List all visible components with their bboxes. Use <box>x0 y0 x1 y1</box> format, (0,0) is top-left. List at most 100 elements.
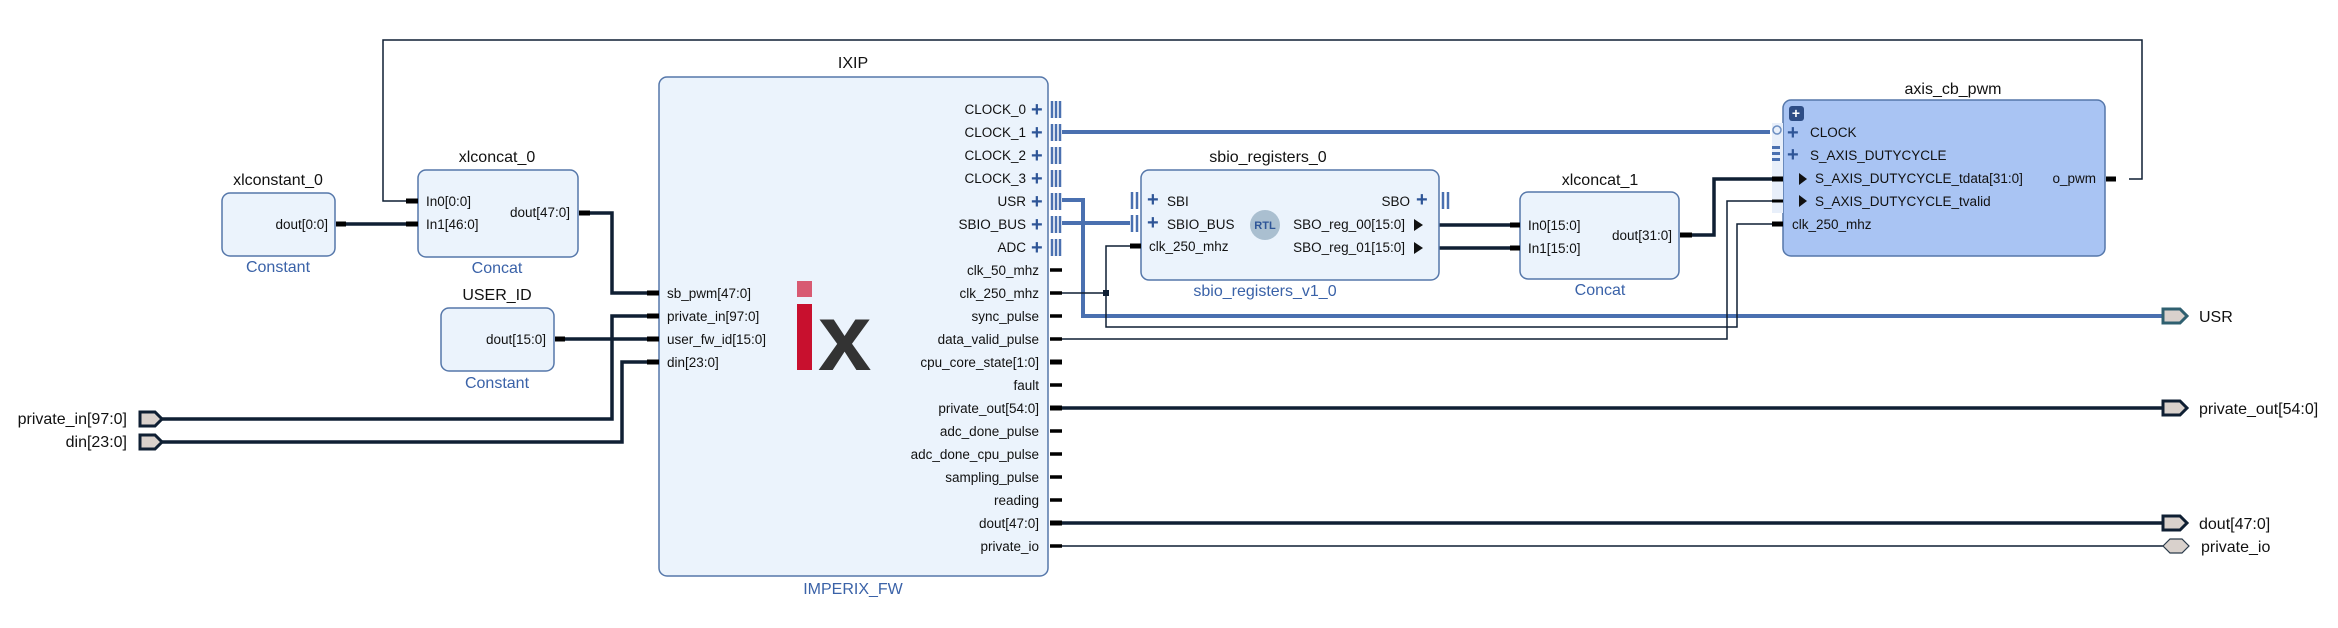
port-label: private_out[54:0] <box>2199 401 2318 418</box>
pin-label: clk_250_mhz <box>959 286 1039 301</box>
pin-label: SBO_reg_01[15:0] <box>1293 240 1405 255</box>
block-user-id[interactable]: USER_ID dout[15:0] Constant <box>440 287 565 392</box>
net-din[interactable] <box>162 360 650 444</box>
pin-label: dout[31:0] <box>1612 228 1672 243</box>
external-port-private-in[interactable]: private_in[97:0] <box>18 410 165 428</box>
block-type: IMPERIX_FW <box>803 581 903 598</box>
block-type: Concat <box>472 260 523 277</box>
expand-plus-icon[interactable]: + <box>1416 189 1428 211</box>
pin-label: SBIO_BUS <box>1167 217 1235 232</box>
net-data-valid[interactable] <box>1062 200 1772 340</box>
intf-connector[interactable] <box>1050 101 1062 118</box>
intf-connector-sbi[interactable] <box>1130 192 1139 209</box>
expand-plus-icon[interactable]: + <box>1031 168 1043 190</box>
pin-label: SBI <box>1167 194 1189 209</box>
expand-plus-icon[interactable]: + <box>1147 212 1159 234</box>
external-port-private-out[interactable]: private_out[54:0] <box>2161 399 2318 418</box>
pin-label: clk_250_mhz <box>1149 239 1229 254</box>
external-port-din[interactable]: din[23:0] <box>66 433 165 451</box>
block-title: sbio_registers_0 <box>1209 149 1327 166</box>
block-xlconcat-1[interactable]: xlconcat_1 In0[15:0] In1[15:0] dout[31:0… <box>1510 172 1692 299</box>
block-xlconcat-0[interactable]: xlconcat_0 In0[0:0] In1[46:0] dout[47:0]… <box>406 149 590 277</box>
port-label: private_in[97:0] <box>18 411 127 428</box>
pin-label: S_AXIS_DUTYCYCLE_tvalid <box>1815 194 1991 209</box>
external-port-usr[interactable]: USR <box>2161 307 2233 326</box>
expand-plus-icon[interactable]: + <box>1787 144 1799 166</box>
output-port-icon <box>2161 307 2190 325</box>
block-ixip[interactable]: IXIP x sb_pwm[47:0]private_in[97:0]user_… <box>647 55 1062 598</box>
svg-text:+: + <box>1792 105 1800 121</box>
net-o-pwm[interactable] <box>382 39 2143 202</box>
pin-label: o_pwm <box>2052 171 2096 186</box>
intf-connector[interactable] <box>1050 170 1062 187</box>
pin-label: dout[15:0] <box>486 332 546 347</box>
expand-block-button[interactable] <box>1789 106 1804 121</box>
block-body[interactable] <box>1140 169 1440 281</box>
ix-logo: x <box>797 281 871 391</box>
pin-label: clk_50_mhz <box>967 263 1039 278</box>
pin-label: fault <box>1013 378 1039 393</box>
pin-label: S_AXIS_DUTYCYCLE_tdata[31:0] <box>1815 171 2023 186</box>
external-port-private-io[interactable]: private_io <box>2162 538 2270 556</box>
pin-label: CLOCK_1 <box>964 125 1026 140</box>
block-body[interactable] <box>417 169 579 258</box>
port-label: dout[47:0] <box>2199 516 2270 533</box>
expand-plus-icon[interactable]: + <box>1147 189 1159 211</box>
pin-label: USR <box>997 194 1026 209</box>
block-title: xlconcat_0 <box>459 149 536 166</box>
net-private-in[interactable] <box>162 314 650 421</box>
pin-label: private_out[54:0] <box>938 401 1039 416</box>
intf-connector[interactable] <box>1050 147 1062 164</box>
block-body[interactable] <box>221 192 336 257</box>
svg-text:RTL: RTL <box>1254 220 1276 232</box>
intf-connector[interactable] <box>1050 124 1062 141</box>
net-tdata[interactable] <box>1680 177 1772 237</box>
expand-plus-icon[interactable]: + <box>1031 191 1043 213</box>
block-sbio-registers-0[interactable]: sbio_registers_0 + SBI + SBIO_BUS clk_25… <box>1130 149 1450 300</box>
pin-label: din[23:0] <box>667 355 719 370</box>
block-body[interactable] <box>658 76 1049 577</box>
pin-label: dout[47:0] <box>979 516 1039 531</box>
net-sb-pwm[interactable] <box>585 211 650 295</box>
block-body[interactable] <box>440 307 555 372</box>
pin-label: dout[0:0] <box>275 217 328 232</box>
intf-connector[interactable] <box>1050 239 1062 256</box>
expand-plus-icon[interactable]: + <box>1031 214 1043 236</box>
output-port-icon <box>2161 399 2190 417</box>
pin-label: S_AXIS_DUTYCYCLE <box>1810 148 1947 163</box>
expand-plus-icon[interactable]: + <box>1031 99 1043 121</box>
pin-label: CLOCK_3 <box>964 171 1026 186</box>
pin-label: cpu_core_state[1:0] <box>920 355 1039 370</box>
pin-label: user_fw_id[15:0] <box>667 332 766 347</box>
intf-connector-sbo[interactable] <box>1441 192 1450 209</box>
block-type: sbio_registers_v1_0 <box>1193 283 1336 300</box>
expand-plus-icon[interactable]: + <box>1031 122 1043 144</box>
net-junction <box>1103 290 1109 296</box>
output-arrow-icon <box>1414 219 1423 231</box>
expand-plus-icon[interactable]: + <box>1787 122 1799 144</box>
expand-plus-icon[interactable]: + <box>1031 237 1043 259</box>
pin-label: ADC <box>997 240 1026 255</box>
net-usr[interactable] <box>1062 198 2165 318</box>
pin-label: private_in[97:0] <box>667 309 759 324</box>
pin-label: CLOCK_2 <box>964 148 1026 163</box>
net-clk-250[interactable] <box>1062 245 1130 294</box>
block-xlconstant-0[interactable]: xlconstant_0 dout[0:0] Constant <box>221 172 346 276</box>
intf-connector[interactable] <box>1050 216 1062 233</box>
pin-label: clk_250_mhz <box>1792 217 1872 232</box>
block-axis-cb-pwm[interactable]: axis_cb_pwm + + CLOCK + S_AXIS_DUTYCYCLE… <box>1772 81 2116 257</box>
pin-label: data_valid_pulse <box>938 332 1039 347</box>
pin-label: adc_done_pulse <box>940 424 1039 439</box>
external-port-dout[interactable]: dout[47:0] <box>2161 514 2270 533</box>
block-type: Constant <box>465 375 530 392</box>
pin-label: SBO_reg_00[15:0] <box>1293 217 1405 232</box>
block-title: axis_cb_pwm <box>1905 81 2002 98</box>
intf-connector-sbio-bus[interactable] <box>1130 215 1139 232</box>
input-arrow-icon <box>1799 173 1807 185</box>
expand-plus-icon[interactable]: + <box>1031 145 1043 167</box>
pin-label: sync_pulse <box>971 309 1039 324</box>
block-body[interactable] <box>1519 191 1680 280</box>
intf-connector[interactable] <box>1050 193 1062 210</box>
block-title: USER_ID <box>462 287 531 304</box>
